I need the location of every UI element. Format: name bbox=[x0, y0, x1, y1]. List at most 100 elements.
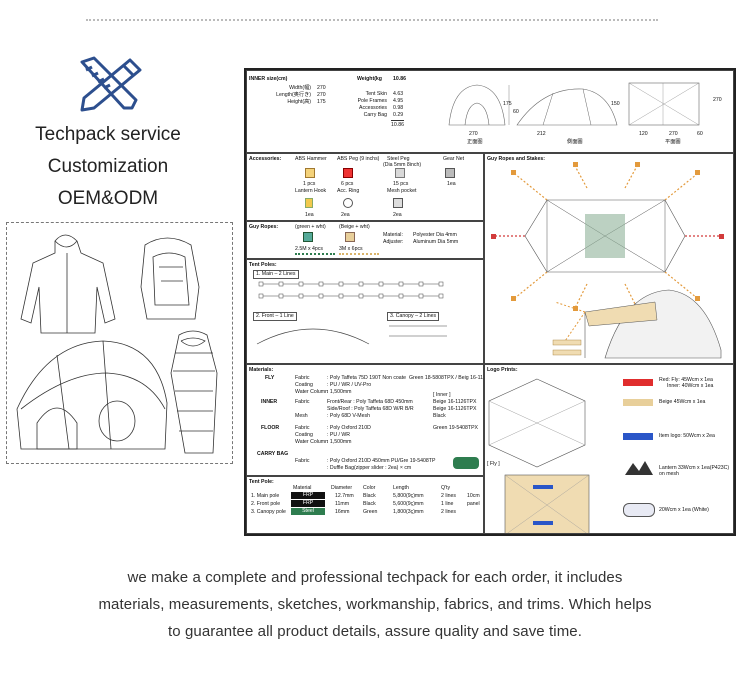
front-view-drawing bbox=[448, 84, 510, 126]
description-line-1: we make a complete and professional tech… bbox=[127, 569, 623, 586]
pole-table-title: Tent Pole: bbox=[249, 479, 274, 485]
logo-print-text: Lantern 33Wcm x 1ea(P423C) bbox=[659, 465, 730, 471]
guy-ropes-title: Guy Ropes: bbox=[249, 224, 279, 230]
rope-color-2: (Beige + wht) bbox=[339, 224, 370, 230]
logo-print-text: Red: Fly: 45Wcm x 1ea bbox=[659, 377, 713, 383]
sketch-drawing bbox=[16, 234, 218, 454]
weight-row-label: Carry Bag bbox=[363, 112, 387, 118]
material-row-label: Fabric bbox=[295, 425, 310, 431]
pole-row-name: 1. Main pole bbox=[251, 493, 280, 499]
material-row-value: Front/Rear : Poly Taffeta 68D 450mm bbox=[327, 399, 413, 405]
logo-prints-section: Logo Prints: [ Fly ] Red: Fly: 45Wcm x 1… bbox=[484, 364, 734, 534]
acc-ring-icon bbox=[343, 198, 353, 208]
material-row-label: Fabric bbox=[295, 375, 310, 381]
material-row-value: : Duffle Bag(zipper slider : 2ea) × cm bbox=[327, 465, 412, 471]
lantern-hook-icon bbox=[305, 198, 313, 208]
dim-label: Length(奥行き) bbox=[276, 92, 311, 98]
techpack-sheet: INNER size(cm) Width(幅) 270 Length(奥行き) … bbox=[244, 68, 736, 536]
accessory-name: ABS Peg (9 inchs) bbox=[337, 156, 380, 162]
logo-swatch-red bbox=[623, 379, 653, 386]
logo-placement-drawing bbox=[488, 378, 590, 533]
dim-label: Width(幅) bbox=[289, 85, 311, 91]
accessory-name: Mesh pocket bbox=[387, 188, 417, 194]
accessory-name: Acc. Ring bbox=[337, 188, 360, 194]
inner-size-title: INNER size(cm) bbox=[249, 76, 288, 82]
pole-row-material: Steel bbox=[291, 508, 325, 515]
pole-row-qty: 1 line bbox=[441, 501, 454, 507]
weight-label: Weight(kg bbox=[357, 76, 382, 82]
guy-stakes-drawing bbox=[491, 162, 724, 359]
accessories-title: Accessories: bbox=[249, 156, 282, 162]
logo-swatch-blue bbox=[623, 433, 653, 440]
logo-print-text: on mesh bbox=[659, 471, 679, 477]
material-row-label: Coating bbox=[295, 432, 313, 438]
canopy-pole-drawing bbox=[389, 325, 447, 337]
plan-c: 60 bbox=[697, 131, 703, 137]
tent-poles-title: Tent Poles: bbox=[249, 262, 277, 268]
material-row-label: Fabric bbox=[295, 399, 310, 405]
accessory-qty: 1ea bbox=[447, 181, 456, 187]
top-divider bbox=[86, 19, 658, 21]
rope-color-1: (green + wht) bbox=[295, 224, 326, 230]
material-row-label: Water Column bbox=[295, 439, 328, 445]
inner-tag: [ Inner ] bbox=[433, 392, 451, 398]
weight-row-label: Tent Skin bbox=[365, 91, 387, 97]
guy-stakes-title: Guy Ropes and Stakes: bbox=[487, 156, 545, 162]
dim-value: 270 bbox=[317, 92, 326, 98]
logo-print-text: Inner: 40Wcm x 1ea bbox=[667, 383, 714, 389]
dim-label: Height(高) bbox=[287, 99, 311, 105]
accessory-name: Steel Peg bbox=[387, 156, 410, 162]
rope-2-line bbox=[339, 253, 379, 255]
weight-total: 10.86 bbox=[391, 120, 404, 128]
pencil-ruler-icon bbox=[80, 56, 142, 112]
logo-print-text: 20Wcm x 1ea (White) bbox=[659, 507, 709, 513]
service-line-techpack: Techpack service bbox=[35, 124, 181, 145]
side-caption: 側面圖 bbox=[567, 139, 583, 145]
product-sketches bbox=[6, 222, 233, 464]
material-row-value: : PU / WR bbox=[327, 432, 351, 438]
pole-row-length: 1,800(3ç)mm bbox=[393, 509, 424, 515]
accessory-qty: 1ea bbox=[305, 212, 314, 218]
dimensions-section: INNER size(cm) Width(幅) 270 Length(奥行き) … bbox=[246, 70, 734, 153]
service-line-oem-odm: OEM&ODM bbox=[57, 188, 159, 209]
plan-a: 120 bbox=[639, 131, 648, 137]
material-row-label: Fabric bbox=[295, 458, 310, 464]
accessories-section: Accessories: ABS Hammer ABS Peg (9 inchs… bbox=[246, 153, 484, 221]
accessory-qty: 1 pcs bbox=[303, 181, 316, 187]
pole-table-header: Material bbox=[293, 485, 312, 491]
accessory-qty: 6 pcs bbox=[341, 181, 354, 187]
pole-row-diameter: 16mm bbox=[335, 509, 350, 515]
materials-section: Materials: FLY Fabric : Poly Taffeta 75D… bbox=[246, 364, 484, 476]
adjuster-label: Adjuster: bbox=[383, 239, 404, 245]
logo-print-text: Item logo: 50Wcm x 2ea bbox=[659, 433, 715, 439]
side-height: 60 bbox=[513, 109, 519, 115]
pole-row-qty: 2 lines bbox=[441, 509, 456, 515]
front-height: 175 bbox=[503, 101, 512, 107]
material-row-value: : Poly 68D V-Mesh bbox=[327, 413, 370, 419]
pole-row-diameter: 11mm bbox=[335, 501, 350, 507]
material-color: Black bbox=[433, 413, 446, 419]
pole-row-note: panel bbox=[467, 501, 480, 507]
weight-row-value: 0.29 bbox=[393, 112, 404, 118]
rope-beige-icon bbox=[345, 232, 355, 242]
service-line-customization: Customization bbox=[47, 156, 169, 177]
pole-row-material: FRP bbox=[291, 500, 325, 507]
dim-value: 270 bbox=[317, 85, 326, 91]
pole-row-name: 3. Canopy pole bbox=[251, 509, 286, 515]
material-row-label: Water Column bbox=[295, 389, 328, 395]
material-color: Beige 16-1126TPX bbox=[433, 406, 477, 412]
description-line-3: to guarantee all product details, assure… bbox=[167, 623, 583, 640]
pole-row-color: Green bbox=[363, 509, 378, 515]
accessory-name: Gear Net bbox=[443, 156, 465, 162]
fly-tag: [ Fly ] bbox=[487, 461, 500, 467]
rope-1-spec: 2.5M x 4pcs bbox=[295, 246, 323, 252]
weight-row-label: Accessories bbox=[359, 105, 387, 111]
side-view-drawing bbox=[516, 88, 618, 126]
accessory-qty: 2ea bbox=[341, 212, 350, 218]
lantern-logo-icon bbox=[625, 461, 653, 475]
logo-print-text: Beige 45Wcm x 1ea bbox=[659, 399, 706, 405]
rope-1-line bbox=[295, 253, 335, 255]
gear-net-icon bbox=[445, 168, 455, 178]
duffle-bag-icon bbox=[623, 503, 655, 517]
dim-value: 175 bbox=[317, 99, 326, 105]
